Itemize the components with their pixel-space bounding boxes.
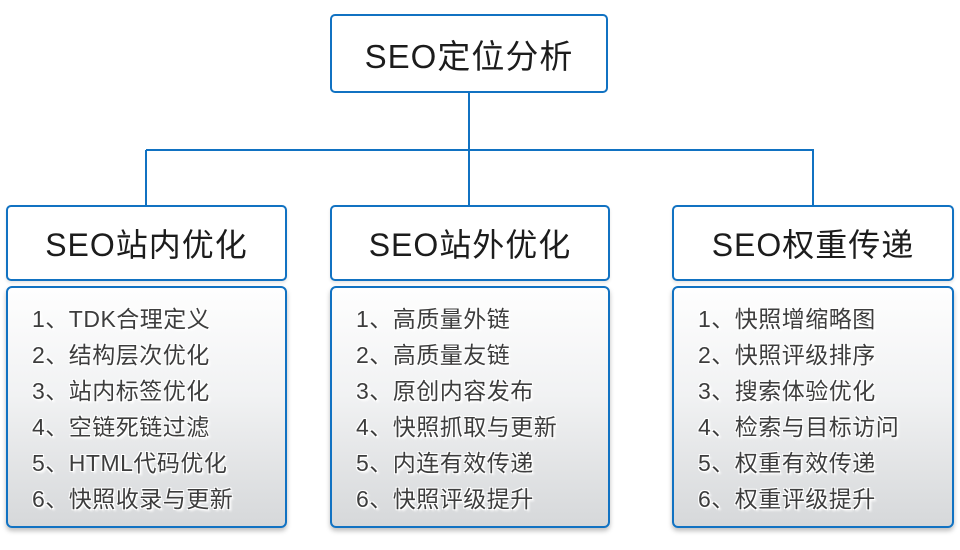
connector-drop-left xyxy=(145,150,147,206)
list-item: 6、快照评级提升 xyxy=(356,486,534,512)
node-weight-transfer: SEO权重传递 xyxy=(672,205,954,281)
node-onsite-optimization: SEO站内优化 xyxy=(6,205,287,281)
list-item: 1、TDK合理定义 xyxy=(32,306,211,332)
list-item: 2、快照评级排序 xyxy=(698,342,876,368)
list-item: 3、原创内容发布 xyxy=(356,378,534,404)
list-item: 4、空链死链过滤 xyxy=(32,414,210,440)
list-item: 5、权重有效传递 xyxy=(698,450,876,476)
list-item: 5、内连有效传递 xyxy=(356,450,534,476)
list-item: 2、结构层次优化 xyxy=(32,342,210,368)
root-node-title: SEO定位分析 xyxy=(364,37,574,75)
list-offsite-optimization: 1、高质量外链 2、高质量友链 3、原创内容发布 4、快照抓取与更新 5、内连有… xyxy=(330,286,610,528)
list-item: 6、快照收录与更新 xyxy=(32,486,234,512)
list-item: 3、搜索体验优化 xyxy=(698,378,876,404)
connector-horizontal-rail xyxy=(146,149,814,151)
node-onsite-title: SEO站内优化 xyxy=(45,227,248,263)
list-item: 3、站内标签优化 xyxy=(32,378,210,404)
connector-root-stem xyxy=(468,93,470,150)
node-weight-title: SEO权重传递 xyxy=(711,227,915,263)
list-onsite-optimization: 1、TDK合理定义 2、结构层次优化 3、站内标签优化 4、空链死链过滤 5、H… xyxy=(6,286,287,528)
connector-drop-middle xyxy=(468,150,470,206)
list-item: 6、权重评级提升 xyxy=(698,486,876,512)
list-item: 1、高质量外链 xyxy=(356,306,511,332)
node-offsite-title: SEO站外优化 xyxy=(368,227,572,263)
list-weight-transfer: 1、快照增缩略图 2、快照评级排序 3、搜索体验优化 4、检索与目标访问 5、权… xyxy=(672,286,954,528)
list-item: 4、检索与目标访问 xyxy=(698,414,900,440)
list-item: 4、快照抓取与更新 xyxy=(356,414,558,440)
list-item: 2、高质量友链 xyxy=(356,342,511,368)
root-node-seo-positioning: SEO定位分析 xyxy=(330,14,608,93)
node-offsite-optimization: SEO站外优化 xyxy=(330,205,610,281)
list-item: 1、快照增缩略图 xyxy=(698,306,876,332)
list-item: 5、HTML代码优化 xyxy=(32,450,228,476)
connector-drop-right xyxy=(812,150,814,206)
